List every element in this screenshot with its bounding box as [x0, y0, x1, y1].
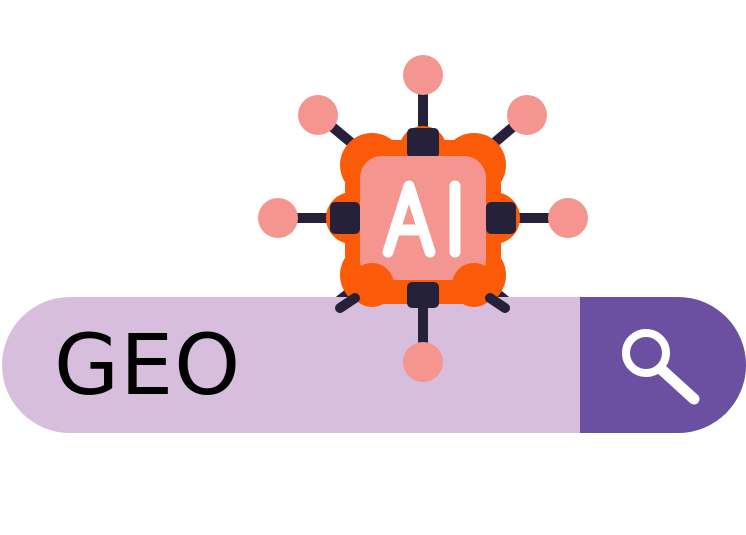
ai-letters	[382, 180, 461, 258]
search-bar[interactable]: GEO	[2, 297, 746, 433]
search-input[interactable]: GEO	[54, 316, 242, 414]
search-icon	[622, 329, 700, 405]
search-button[interactable]	[580, 297, 746, 433]
